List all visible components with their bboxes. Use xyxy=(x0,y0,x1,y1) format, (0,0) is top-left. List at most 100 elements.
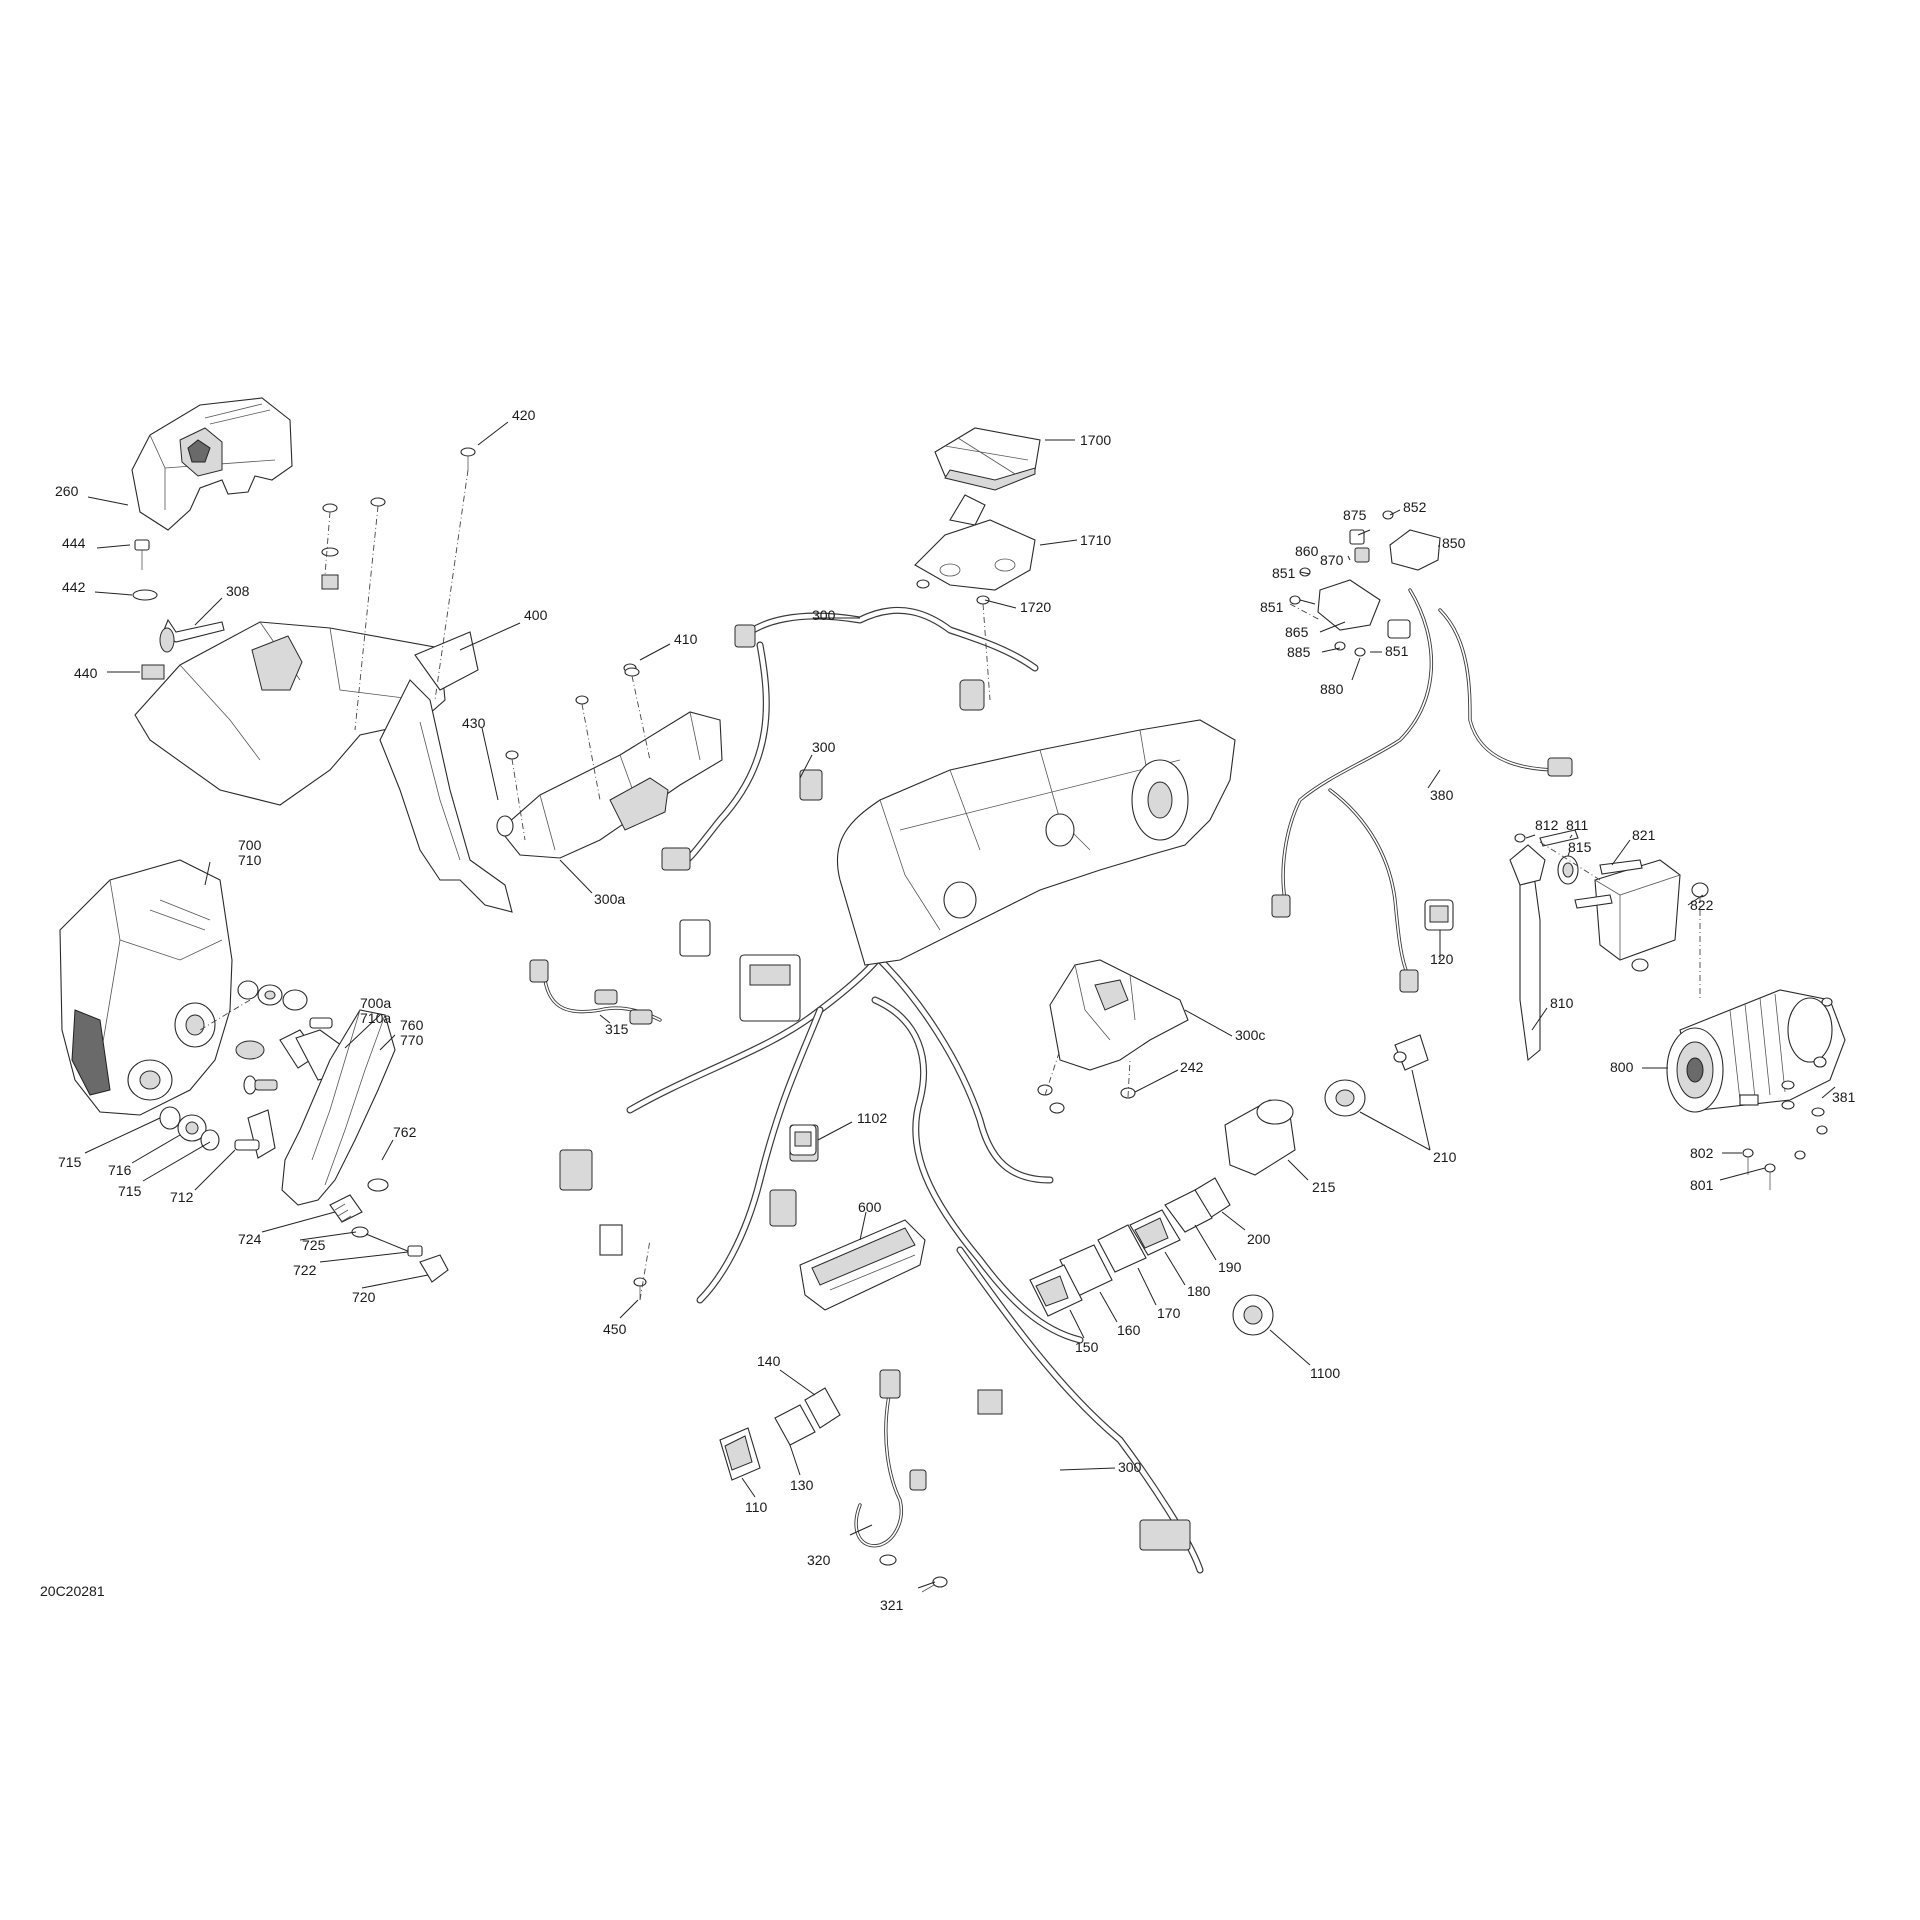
callout-320: 320 xyxy=(807,1552,831,1568)
callout-600: 600 xyxy=(858,1199,882,1215)
part-frame-assembly xyxy=(836,719,1236,966)
part-760-reflector xyxy=(281,1009,396,1206)
callout-1720: 1720 xyxy=(1020,599,1051,615)
callout-885: 885 xyxy=(1287,644,1311,660)
callout-851-c: 851 xyxy=(1385,643,1409,659)
callout-321: 321 xyxy=(880,1597,904,1613)
callout-851-a: 851 xyxy=(1272,565,1296,581)
callout-821: 821 xyxy=(1632,827,1656,843)
callout-200: 200 xyxy=(1247,1231,1271,1247)
part-420-screws xyxy=(321,447,476,590)
callout-811: 811 xyxy=(1566,817,1589,833)
callout-308: 308 xyxy=(226,583,250,599)
callout-380: 380 xyxy=(1430,787,1454,803)
part-450-fastener xyxy=(633,1277,647,1300)
part-600-cluster xyxy=(799,1219,926,1311)
callout-815: 815 xyxy=(1568,839,1592,855)
callout-215: 215 xyxy=(1312,1179,1336,1195)
callout-110: 110 xyxy=(745,1499,768,1515)
callout-852: 852 xyxy=(1403,499,1427,515)
callout-801: 801 xyxy=(1690,1177,1714,1193)
callout-300a: 300a xyxy=(594,891,625,907)
part-hardware-left-cluster xyxy=(132,539,225,680)
callout-802: 802 xyxy=(1690,1145,1714,1161)
part-1700-module xyxy=(934,427,1041,491)
part-850-relay-cluster xyxy=(1289,510,1441,657)
callout-381: 381 xyxy=(1832,1089,1856,1105)
callout-1102: 1102 xyxy=(857,1110,887,1126)
callout-400: 400 xyxy=(524,607,548,623)
callout-760: 760 xyxy=(400,1017,424,1033)
installation-lines xyxy=(199,469,1701,1301)
callout-120: 120 xyxy=(1430,951,1454,967)
part-410-side-panel xyxy=(496,663,723,859)
callout-724: 724 xyxy=(238,1231,262,1247)
callout-300c: 300c xyxy=(1235,1027,1265,1043)
part-821-bracket xyxy=(1574,859,1709,972)
callout-440: 440 xyxy=(74,665,98,681)
part-relays-110-140 xyxy=(719,1387,841,1481)
callout-190: 190 xyxy=(1218,1259,1242,1275)
callout-300-mid: 300 xyxy=(812,739,836,755)
callout-810: 810 xyxy=(1550,995,1574,1011)
callout-labels: 420 260 444 442 308 440 400 430 410 300a… xyxy=(40,407,1856,1613)
part-800-hardware xyxy=(1742,1080,1828,1190)
callout-865: 865 xyxy=(1285,624,1309,640)
part-260-console-cover xyxy=(131,397,293,531)
callout-315: 315 xyxy=(605,1021,629,1037)
callout-851-b: 851 xyxy=(1260,599,1284,615)
callout-860: 860 xyxy=(1295,543,1319,559)
callout-130: 130 xyxy=(790,1477,814,1493)
part-1100-round-switch xyxy=(1232,1294,1274,1336)
part-headlight-adjuster xyxy=(329,1178,449,1283)
part-1710-bracket xyxy=(914,494,1036,605)
callout-870: 870 xyxy=(1320,552,1344,568)
callout-822: 822 xyxy=(1690,897,1714,913)
callout-410: 410 xyxy=(674,631,698,647)
callout-170: 170 xyxy=(1157,1305,1181,1321)
part-1102-plug xyxy=(789,1124,817,1156)
part-810-strap xyxy=(1509,829,1579,1062)
callout-210: 210 xyxy=(1433,1149,1457,1165)
callout-1700: 1700 xyxy=(1080,432,1111,448)
callout-720: 720 xyxy=(352,1289,376,1305)
callout-430: 430 xyxy=(462,715,486,731)
callout-444: 444 xyxy=(62,535,86,551)
part-210-switch xyxy=(1324,1034,1429,1117)
part-315-pigtail xyxy=(529,959,662,1025)
callout-150: 150 xyxy=(1075,1339,1099,1355)
callout-722: 722 xyxy=(293,1262,317,1278)
callout-260: 260 xyxy=(55,483,79,499)
callout-300-top: 300 xyxy=(812,607,836,623)
callout-715-a: 715 xyxy=(58,1154,82,1170)
callout-800: 800 xyxy=(1610,1059,1634,1075)
callout-762: 762 xyxy=(393,1124,417,1140)
leader-lines xyxy=(84,421,1836,1589)
callout-812: 812 xyxy=(1535,817,1559,833)
callout-770: 770 xyxy=(400,1032,424,1048)
callout-442: 442 xyxy=(62,579,86,595)
callout-1100: 1100 xyxy=(1310,1365,1340,1381)
part-800-winch xyxy=(1666,989,1846,1113)
callout-300-bottom: 300 xyxy=(1118,1459,1142,1475)
part-120-connector xyxy=(1424,899,1454,931)
part-400-console-bracket xyxy=(134,621,513,913)
callout-710a: 710a xyxy=(360,1010,391,1026)
callout-450: 450 xyxy=(603,1321,627,1337)
callout-710: 710 xyxy=(238,852,262,868)
callout-700a: 700a xyxy=(360,995,391,1011)
part-300-main-harness xyxy=(626,606,1204,1574)
part-300c-bracket xyxy=(1037,959,1189,1114)
callout-140: 140 xyxy=(757,1353,781,1369)
part-380-harness xyxy=(1271,588,1573,993)
callout-716: 716 xyxy=(108,1162,132,1178)
callout-420: 420 xyxy=(512,407,536,423)
drawing-id: 20C20281 xyxy=(40,1583,105,1599)
callout-850: 850 xyxy=(1442,535,1466,551)
callout-880: 880 xyxy=(1320,681,1344,697)
part-700-headlight-housing xyxy=(59,859,233,1116)
callout-715-b: 715 xyxy=(118,1183,142,1199)
part-320-sensor-lead xyxy=(854,1369,948,1593)
